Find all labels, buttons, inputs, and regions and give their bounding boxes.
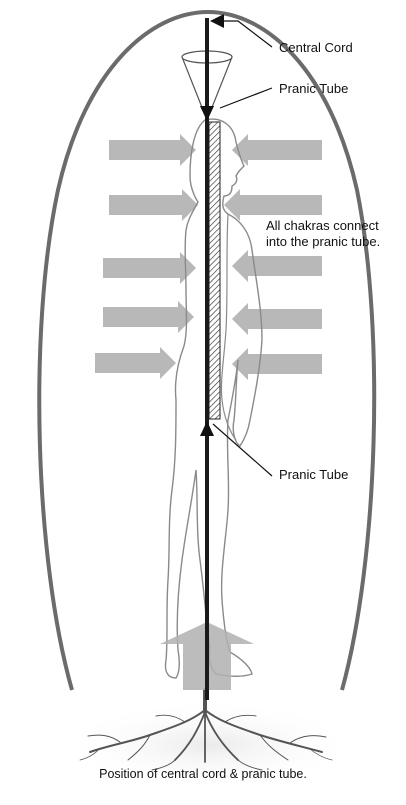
pranic-tube-bar	[209, 122, 220, 419]
chakras-label-line-1: All chakras connect	[266, 218, 379, 233]
left-arrow-4	[103, 301, 194, 333]
right-arrow-1	[232, 134, 322, 166]
pranic-tube-bottom-leader	[213, 424, 272, 476]
arm-outline	[221, 214, 236, 440]
diagram-caption: Position of central cord & pranic tube.	[0, 767, 406, 782]
central-cord-leader-arrowhead	[210, 14, 224, 28]
pranic-tube-bottom-label: Pranic Tube	[279, 467, 348, 482]
right-arrow-3	[232, 250, 322, 282]
right-arrow-5	[232, 348, 322, 380]
right-arrow-2	[224, 189, 322, 221]
left-arrows	[95, 134, 198, 379]
left-arrow-2	[109, 189, 198, 221]
pranic-tube-bottom-arrowhead	[200, 421, 214, 436]
chakras-label-line-2: into the pranic tube.	[266, 234, 380, 249]
pranic-tube-top-leader	[220, 88, 272, 108]
left-arrow-1	[109, 134, 196, 166]
left-arrow-3	[103, 252, 196, 284]
right-arrow-4	[232, 303, 322, 335]
left-arrow-5	[95, 347, 176, 379]
pranic-tube-top-label: Pranic Tube	[279, 81, 348, 96]
central-cord-label: Central Cord	[279, 40, 353, 55]
